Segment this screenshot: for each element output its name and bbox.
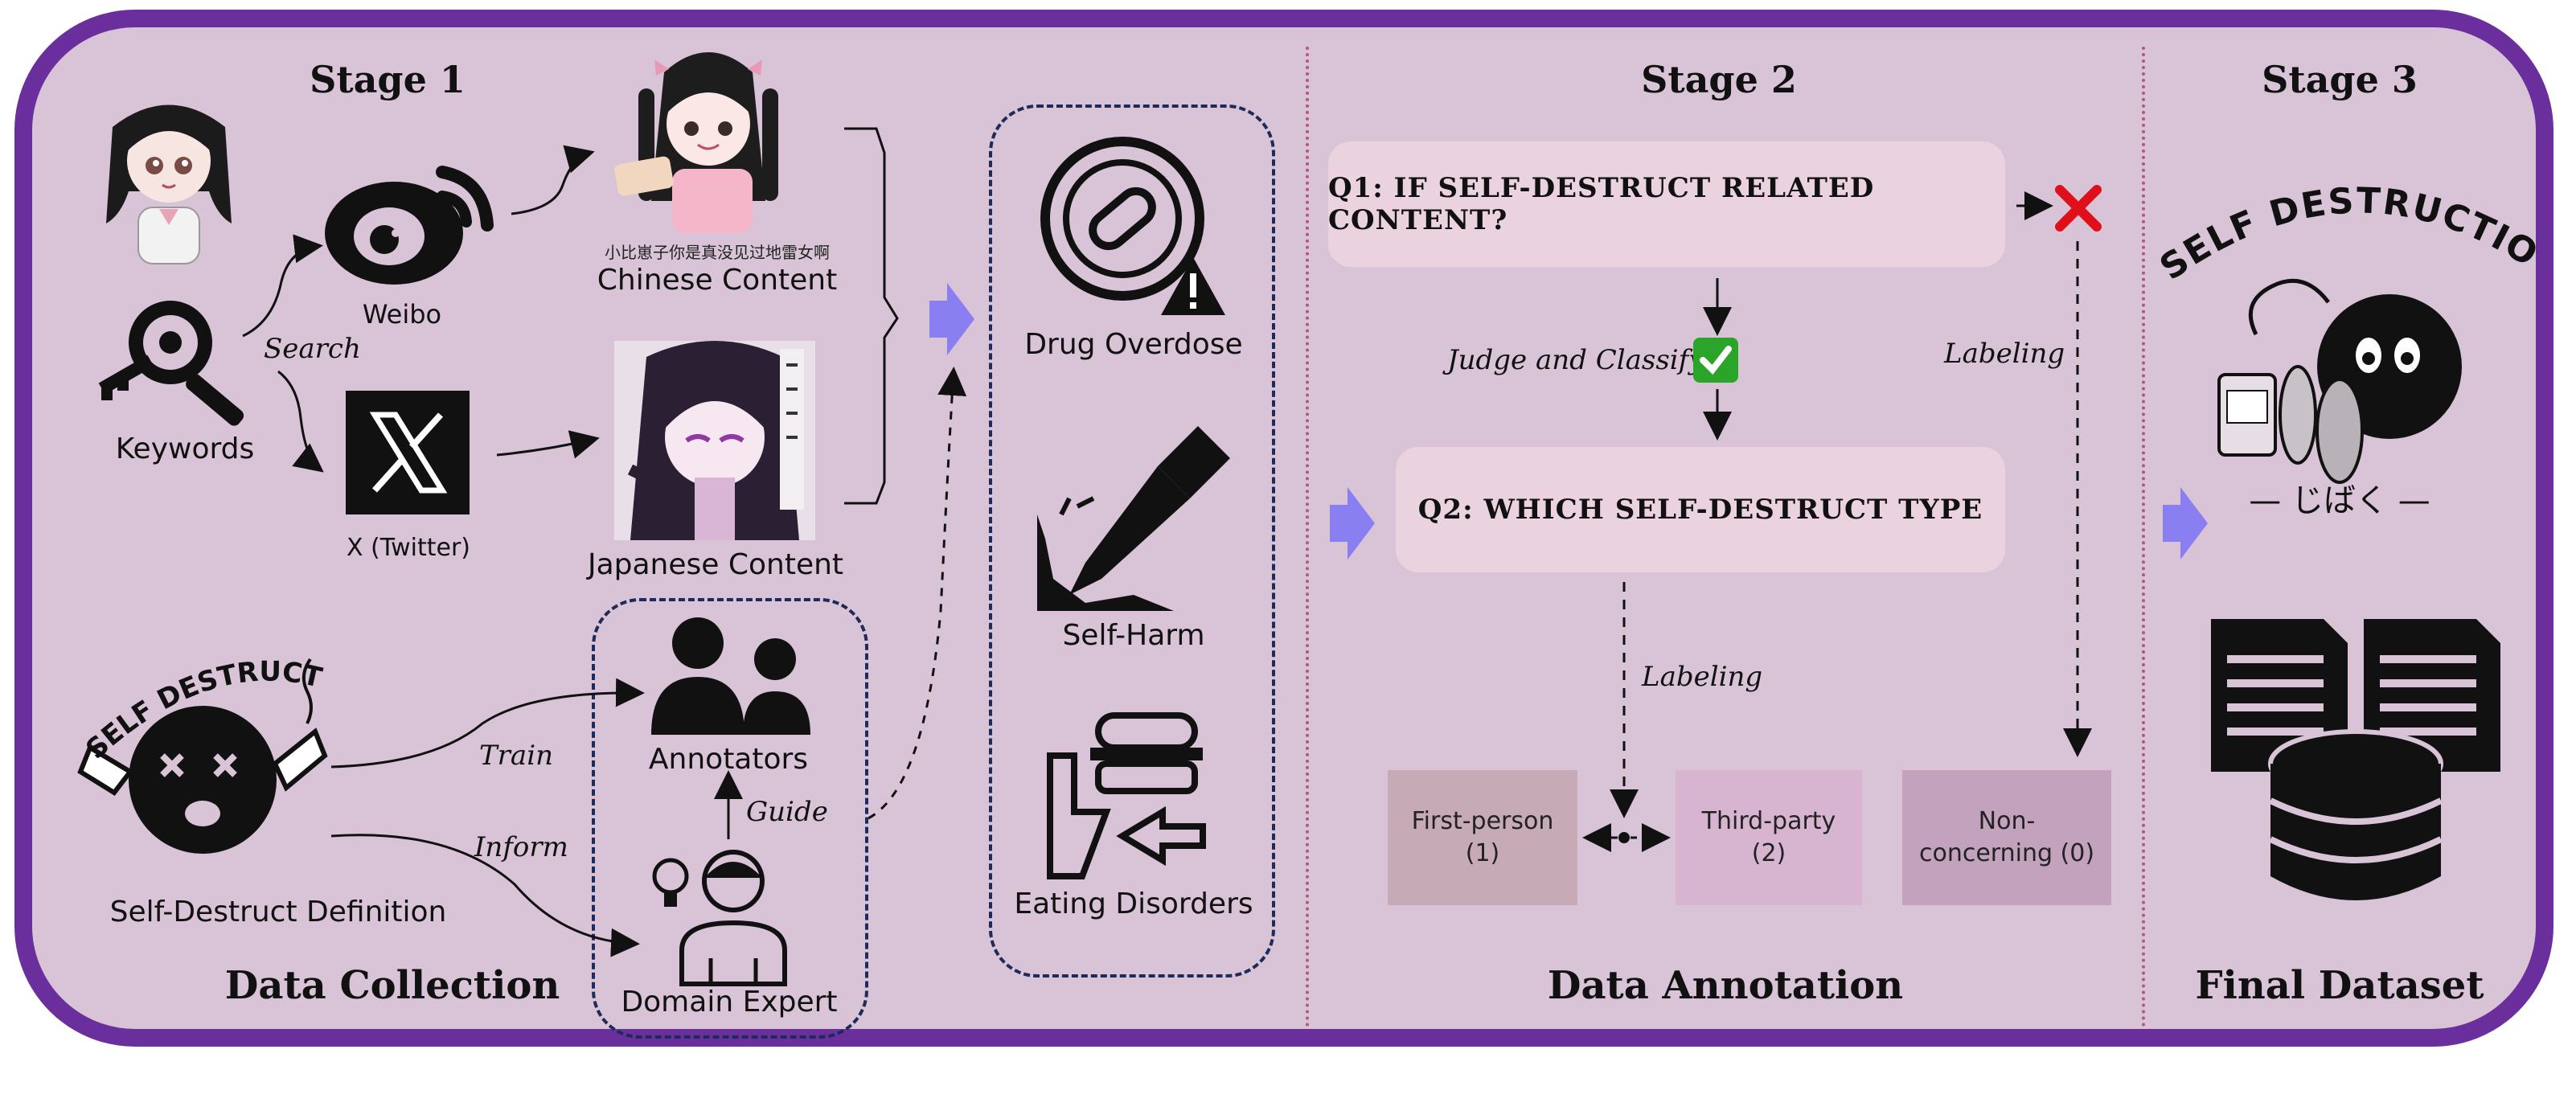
knife-self-harm-icon: [1037, 426, 1230, 611]
document-database-icon: [2211, 619, 2500, 900]
jibaku-label: — じばく —: [2249, 482, 2430, 519]
magnifier-key-icon: [98, 301, 244, 426]
japanese-content-label: Japanese Content: [587, 548, 844, 581]
stage-divider-2: [2142, 47, 2145, 1027]
domain-expert-icon: [652, 850, 787, 986]
categories-box: [989, 105, 1275, 978]
third-party-box: Third-party (2): [1676, 770, 1862, 905]
weibo-icon: [325, 166, 494, 285]
eating-disorders-label: Eating Disorders: [1014, 887, 1253, 920]
bomb-mascot-icon: [77, 658, 328, 854]
eating-disorder-icon: [1047, 712, 1206, 879]
q2-box: Q2: WHICH SELF-DESTRUCT TYPE: [1396, 447, 2005, 572]
chibi-girl-icon: [106, 105, 232, 264]
labeling-mid-label: Labeling: [1642, 661, 1763, 693]
bomb-character-icon: [2217, 278, 2462, 484]
stage-1-title: Stage 1: [310, 58, 466, 101]
domain-expert-label: Domain Expert: [621, 986, 838, 1019]
annotators-icon: [651, 617, 810, 735]
data-annotation-title: Data Annotation: [1547, 963, 1904, 1008]
train-label: Train: [479, 740, 553, 772]
stage-divider-1: [1306, 47, 1309, 1027]
chinese-content-image: [614, 52, 778, 233]
judge-classify-label: Judge and Classify: [1447, 344, 1704, 376]
drug-overdose-label: Drug Overdose: [1024, 328, 1243, 361]
cross-mark-icon: [2055, 185, 2102, 232]
weibo-label: Weibo: [362, 299, 442, 330]
diagram-frame: [14, 10, 2553, 1047]
chinese-caption: 小比崽子你是真没见过地雷女啊: [605, 243, 830, 262]
x-logo-icon: [346, 391, 470, 514]
final-dataset-title: Final Dataset: [2195, 963, 2484, 1008]
self-harm-label: Self-Harm: [1062, 619, 1205, 652]
guide-label: Guide: [746, 796, 828, 828]
arrow-into-stage2: [1330, 487, 1375, 560]
search-label: Search: [264, 333, 361, 365]
non-concerning-box: Non- concerning (0): [1902, 770, 2111, 905]
x-twitter-label: X (Twitter): [346, 534, 471, 562]
check-mark-icon: [1693, 338, 1738, 383]
first-person-box: First-person (1): [1388, 770, 1577, 905]
pill-overdose-icon: [1040, 137, 1225, 315]
expert-group-box: [592, 598, 868, 1039]
stage-2-title: Stage 2: [1641, 58, 1797, 101]
arrow-to-categories: [929, 283, 974, 355]
inform-label: Inform: [474, 831, 568, 863]
stage-3-title: Stage 3: [2262, 58, 2418, 101]
japanese-content-image: [614, 341, 815, 540]
arrow-into-stage3: [2163, 487, 2208, 560]
self-destruct-definition-label: Self-Destruct Definition: [109, 896, 447, 928]
self-destructive-art-text: SELF DESTRUCTIVE: [70, 615, 326, 766]
labeling-right-label: Labeling: [1944, 338, 2065, 370]
data-collection-title: Data Collection: [224, 963, 560, 1008]
keywords-label: Keywords: [115, 432, 255, 465]
chinese-content-label: Chinese Content: [597, 264, 838, 297]
q1-box: Q1: IF SELF-DESTRUCT RELATED CONTENT?: [1328, 141, 2005, 267]
